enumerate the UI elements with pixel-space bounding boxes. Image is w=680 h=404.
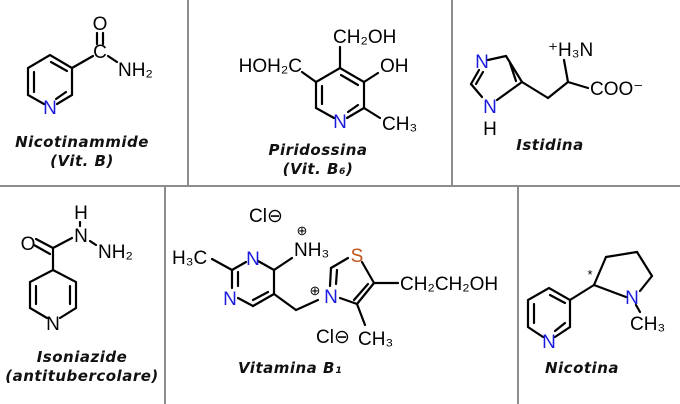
atom-n1: N [246, 249, 260, 270]
atom-nh2: NH₂ [118, 60, 153, 81]
atom-coo: COO⁻ [590, 79, 643, 100]
atom-n3: N [324, 287, 338, 308]
nicotinamide-label: Nicotinammide [15, 133, 149, 151]
atom-o: O [21, 234, 36, 255]
atom-nh: N [483, 97, 497, 118]
atom-s: S [351, 246, 364, 267]
nicotinamide-structure: O C NH₂ N [26, 14, 153, 119]
atom-n: N [333, 112, 347, 133]
atom-n2: N [223, 289, 237, 310]
atom-nh: N [74, 226, 88, 247]
pyridoxine-structure: CH₂OH HOH₂C OH N CH₃ [239, 27, 418, 135]
thiamine-structure: Cl⊖ ⊕ NH₃ H₃C N N ⊕ N S CH₂CH₂OH Cl⊖ CH₃ [172, 206, 498, 350]
atom-n: N [475, 52, 489, 73]
charge-plus-n: ⊕ [310, 283, 321, 298]
atom-ch3: CH₃ [358, 329, 393, 350]
atom-cl-2: Cl⊖ [316, 327, 350, 348]
thiamine-label: Vitamina B₁ [238, 359, 342, 377]
atom-oh: OH [380, 56, 409, 77]
histidine-structure: ⁺H₃N N N H COO⁻ [469, 40, 643, 140]
isoniazid-label: Isoniazide [37, 348, 128, 366]
atom-n: N [43, 98, 57, 119]
atom-ch2ch2oh: CH₂CH₂OH [400, 274, 498, 295]
atom-c: C [93, 42, 107, 63]
histidine-label: Istidina [516, 136, 584, 154]
pyridoxine-label: Piridossina [268, 141, 367, 159]
atom-ch3: CH₃ [630, 314, 665, 335]
atom-n: N [46, 314, 60, 335]
atom-cl-1: Cl⊖ [249, 206, 283, 227]
atom-h3c: H₃C [172, 248, 207, 269]
chiral-star: * [587, 267, 592, 282]
atom-n: N [625, 288, 639, 309]
nicotine-label: Nicotina [545, 359, 619, 377]
isoniazid-structure: O H N NH₂ N [21, 203, 133, 335]
atom-o: O [93, 14, 108, 35]
pyridoxine-subtitle: (Vit. B₆) [283, 160, 354, 178]
atom-ch2oh: CH₂OH [333, 27, 396, 48]
nicotine-structure: * N N CH₃ [526, 250, 665, 353]
charge-plus-nh3: ⊕ [297, 223, 308, 238]
nicotinamide-subtitle: (Vit. B) [50, 152, 114, 170]
isoniazid-subtitle: (antitubercolare) [5, 367, 159, 385]
atom-h: H [74, 203, 88, 224]
atom-hoh2c: HOH₂C [239, 56, 302, 77]
atom-ch3: CH₃ [382, 114, 417, 135]
atom-n-pyridine: N [542, 332, 556, 353]
atom-nh3: NH₃ [294, 240, 329, 261]
atom-h: H [483, 119, 497, 140]
atom-nh2: NH₂ [98, 242, 133, 263]
atom-h3n: ⁺H₃N [548, 40, 593, 61]
